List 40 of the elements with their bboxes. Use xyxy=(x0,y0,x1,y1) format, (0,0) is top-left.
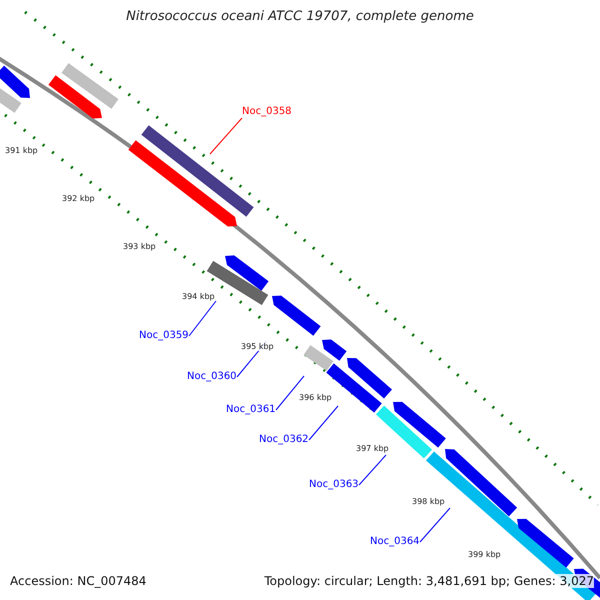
scale-label: 394 kbp xyxy=(182,292,215,301)
gene-feature xyxy=(304,345,334,371)
title: Nitrosococcus oceani ATCC 19707, complete genome xyxy=(125,9,475,24)
scale-label: 392 kbp xyxy=(62,194,95,203)
gene-feature xyxy=(393,402,446,448)
gene-label: Noc_0359 xyxy=(139,330,189,341)
leader-line xyxy=(210,118,242,154)
leader-line xyxy=(276,376,304,410)
scale-label: 393 kbp xyxy=(123,242,156,251)
gene-label: Noc_0361 xyxy=(226,404,276,415)
leader-line xyxy=(308,406,338,440)
footer-text: Topology: circular; Length: 3,481,691 bp; Genes: 3,027 xyxy=(264,574,594,588)
gene-label: Noc_0364 xyxy=(370,536,420,547)
gene-feature xyxy=(347,358,392,398)
gene-feature xyxy=(128,140,237,226)
gene-label: Noc_0358 xyxy=(242,106,292,117)
scale-label: 398 kbp xyxy=(412,497,445,506)
gene-feature xyxy=(517,518,574,568)
footer-text: Accession: NC_007484 xyxy=(10,574,146,588)
leader-line xyxy=(188,300,216,336)
gene-feature xyxy=(48,75,102,118)
scale-label: 396 kbp xyxy=(299,393,332,402)
gene-feature xyxy=(141,125,254,217)
gene-feature xyxy=(0,66,30,98)
gene-feature xyxy=(0,87,22,113)
gene-label: Noc_0360 xyxy=(187,371,237,382)
gene-feature xyxy=(376,406,432,458)
gene-feature xyxy=(225,255,269,291)
scale-label: 391 kbp xyxy=(5,146,38,155)
scale-label: 399 kbp xyxy=(468,550,501,559)
gene-feature xyxy=(272,296,321,336)
gene-feature xyxy=(322,340,347,361)
gene-feature xyxy=(62,63,118,109)
gene-label: Noc_0362 xyxy=(259,434,309,445)
gene-label: Noc_0363 xyxy=(309,479,359,490)
leader-line xyxy=(420,508,450,542)
gene-feature xyxy=(445,449,518,516)
leader-line xyxy=(358,454,386,486)
scale-label: 395 kbp xyxy=(241,342,274,351)
scale-label: 397 kbp xyxy=(356,444,389,453)
